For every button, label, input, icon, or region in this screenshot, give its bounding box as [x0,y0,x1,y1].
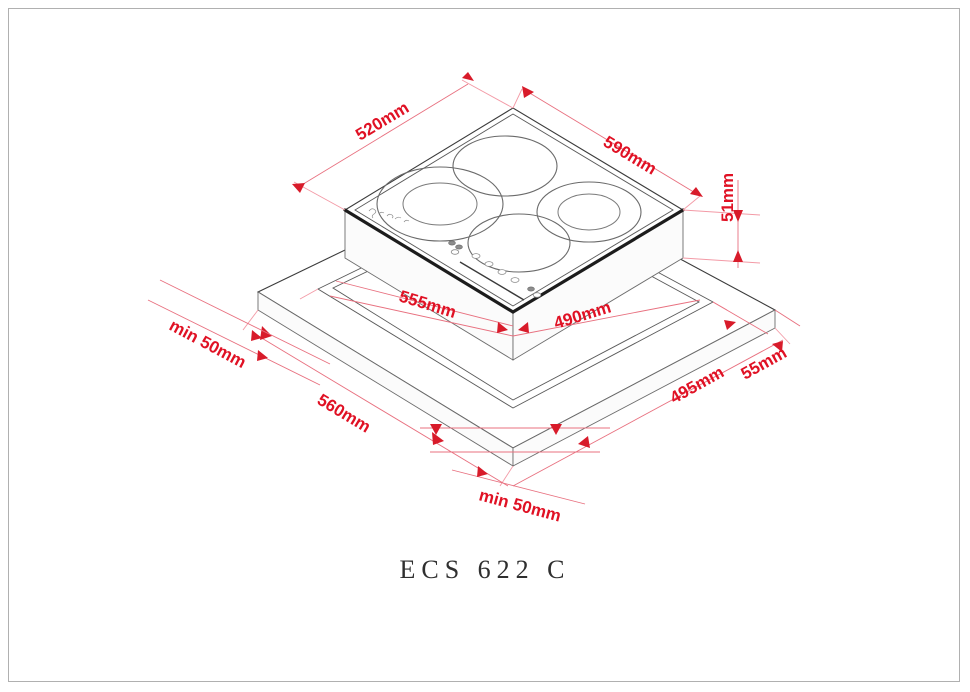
hob-front-left-bevel [343,208,515,314]
dimension-label-51mm: 51mm [718,173,737,222]
dimension-label-520mm: 520mm [352,98,412,144]
cooking-zone-rear-left [452,135,558,197]
dimension-label-min50mm-front: min 50mm [477,486,563,526]
control-slider-bar[interactable] [459,261,525,301]
model-number-label: ECS 622 C [399,555,570,584]
dimension-hob-height: 51mm [682,173,761,268]
cooking-zone-front-right [467,213,571,273]
touch-control-panel[interactable] [448,240,542,301]
dimension-label-560mm: 560mm [314,390,374,436]
hob-front-right-bevel [511,208,685,314]
dimension-label-55mm: 55mm [738,343,790,383]
brand-logo-icon [368,208,410,223]
hob-glass-bevel [354,113,674,307]
cooking-zone-rear-right [536,181,642,243]
cooking-zone-front-left [376,166,504,242]
